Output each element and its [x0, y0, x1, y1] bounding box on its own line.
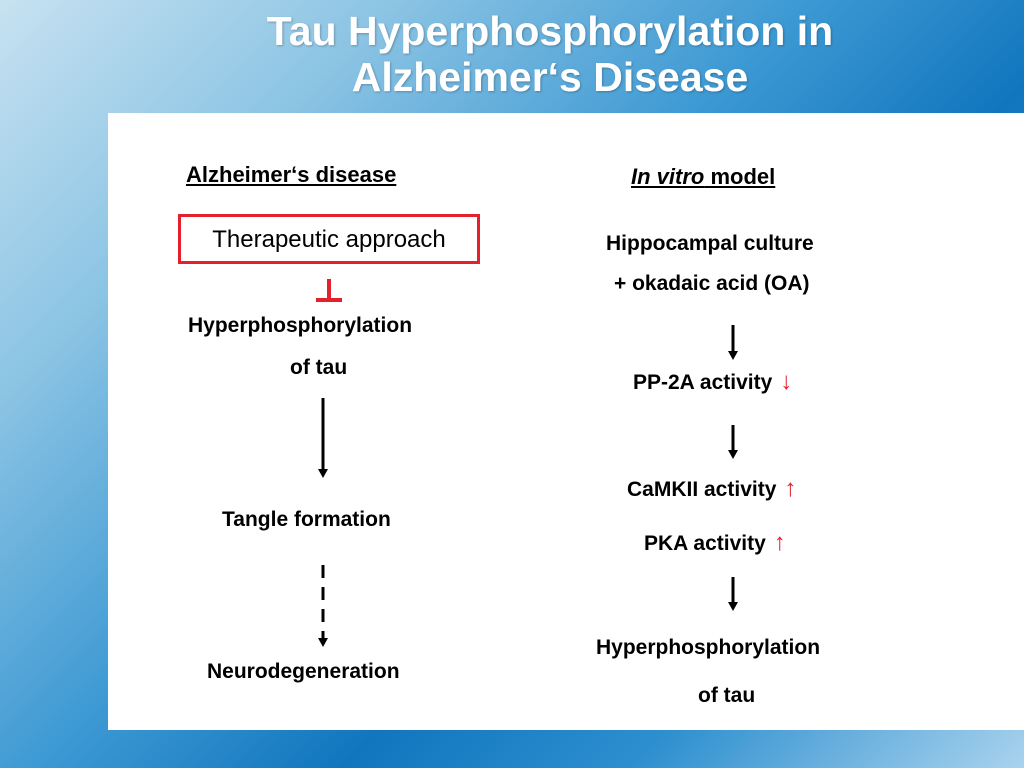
- therapeutic-approach-label: Therapeutic approach: [212, 226, 446, 253]
- camkii-row: CaMKII activity ↑: [627, 475, 796, 503]
- camkii-label: CaMKII activity: [627, 478, 777, 501]
- arrow-down-icon: [728, 577, 738, 611]
- arrow-down-icon: [728, 325, 738, 360]
- arrow-down-icon: [728, 425, 738, 459]
- therapeutic-approach-box: Therapeutic approach: [178, 214, 480, 264]
- title-line-1: Tau Hyperphosphorylation in: [266, 8, 834, 54]
- neurodegeneration-label: Neurodegeneration: [207, 660, 400, 683]
- model-text: model: [710, 164, 776, 189]
- tangle-formation-label: Tangle formation: [222, 508, 391, 531]
- slide-title: Tau Hyperphosphorylation in Alzheimer‘s …: [0, 8, 1024, 100]
- pka-row: PKA activity ↑: [644, 529, 786, 557]
- inhibition-icon: [316, 279, 342, 302]
- in-vitro-italic: In vitro: [631, 164, 705, 189]
- right-hyper-line2: of tau: [698, 684, 756, 707]
- right-hyper-line1: Hyperphosphorylation: [596, 636, 821, 659]
- culture-line1: Hippocampal culture: [606, 232, 814, 255]
- left-hyper-line1: Hyperphosphorylation: [188, 314, 413, 337]
- up-arrow-icon: ↑: [784, 475, 797, 502]
- dashed-arrow-down-icon: [318, 565, 328, 647]
- left-hyper-line2: of tau: [290, 356, 348, 379]
- up-arrow-icon: ↑: [773, 529, 786, 556]
- pp2a-row: PP-2A activity ↓: [633, 368, 792, 396]
- alzheimers-header: Alzheimer‘s disease: [186, 162, 397, 187]
- culture-line2: + okadaic acid (OA): [614, 272, 810, 295]
- pka-label: PKA activity: [644, 532, 766, 555]
- pp2a-label: PP-2A activity: [633, 371, 773, 394]
- arrow-down-icon: [318, 398, 328, 478]
- in-vitro-header: In vitro model: [631, 164, 775, 190]
- title-line-2: Alzheimer‘s Disease: [351, 54, 749, 100]
- down-arrow-icon: ↓: [780, 368, 793, 395]
